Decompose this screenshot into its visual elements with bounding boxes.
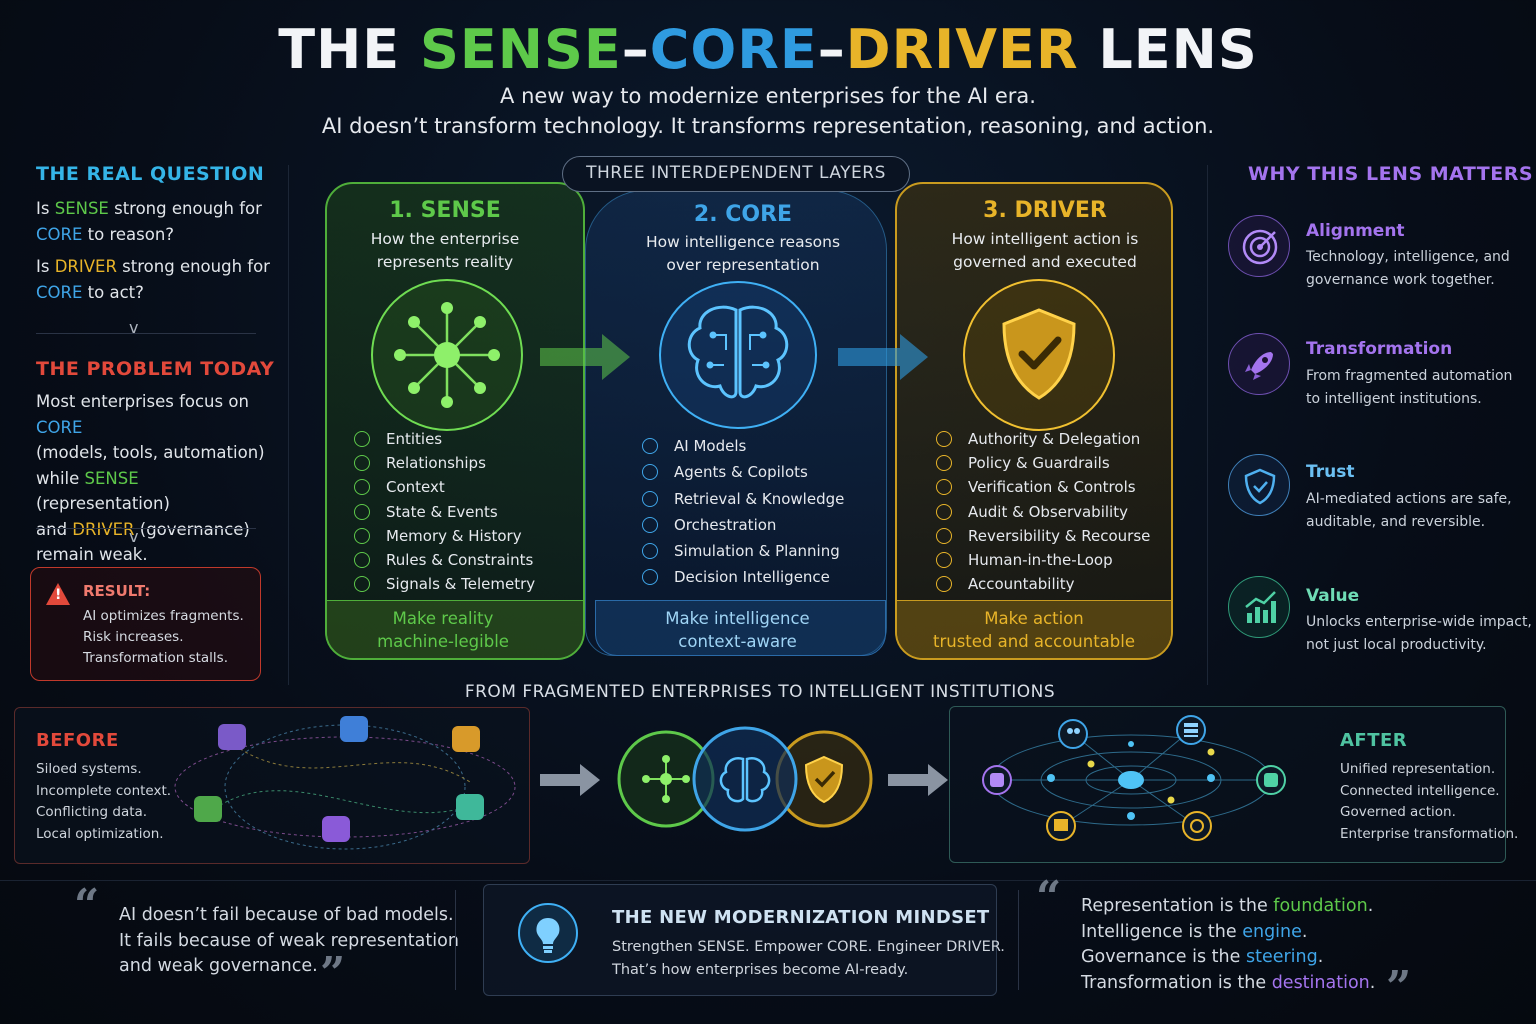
before-lines: Siloed systems.Incomplete context.Confli… xyxy=(36,761,172,842)
down-arrow-icon: v xyxy=(129,318,139,337)
arrow-right-icon xyxy=(888,764,948,796)
result-lines: AI optimizes fragments.Risk increases.Tr… xyxy=(83,608,244,666)
lightbulb-icon xyxy=(518,903,578,963)
integrated-layers-icon xyxy=(617,726,873,832)
core-footer xyxy=(595,600,886,656)
brain-circuit-icon xyxy=(659,281,817,429)
after-title: AFTER xyxy=(1340,730,1408,751)
subtitle-line-1: A new way to modernize enterprises for t… xyxy=(500,84,1036,108)
column-divider xyxy=(455,890,456,990)
divider xyxy=(0,880,1536,881)
sense-items: Entities Relationships Context State & E… xyxy=(354,427,535,596)
quote-left: AI doesn’t fail because of bad models.It… xyxy=(119,905,459,976)
connected-network-illustration xyxy=(982,715,1286,841)
growth-chart-icon xyxy=(1228,576,1290,638)
warning-icon xyxy=(46,583,70,605)
page-title: THE SENSE–CORE–DRIVER LENS xyxy=(278,18,1258,81)
three-layers-pill: THREE INTERDEPENDENT LAYERS xyxy=(562,156,910,192)
open-quote-icon: “ xyxy=(1036,872,1062,923)
why-heading: WHY THIS LENS MATTERS xyxy=(1248,163,1534,185)
problem-text: Most enterprises focus on CORE (models, … xyxy=(36,392,265,564)
core-items: AI Models Agents & Copilots Retrieval & … xyxy=(642,433,844,591)
down-arrow-icon: v xyxy=(129,527,139,546)
target-icon xyxy=(1228,215,1290,277)
siloed-systems-illustration xyxy=(174,716,516,850)
mindset-title: THE NEW MODERNIZATION MINDSET xyxy=(612,907,990,928)
arrow-right-icon xyxy=(838,334,928,380)
mindset-lines: Strengthen SENSE. Empower CORE. Engineer… xyxy=(612,939,1005,978)
arrow-right-icon xyxy=(540,764,600,796)
real-question-heading: THE REAL QUESTION xyxy=(36,163,265,185)
driver-footer xyxy=(897,600,1171,658)
close-quote-icon: ” xyxy=(1386,962,1412,1013)
before-title: BEFORE xyxy=(36,730,119,751)
rocket-icon xyxy=(1228,333,1290,395)
column-divider xyxy=(288,165,289,685)
driver-layer-panel xyxy=(895,182,1173,660)
real-question-text: Is SENSE strong enough for CORE to reaso… xyxy=(36,199,270,302)
shield-check-icon xyxy=(963,279,1115,431)
mindset-panel xyxy=(483,884,997,996)
open-quote-icon: “ xyxy=(74,880,100,931)
divider xyxy=(36,333,256,334)
arrow-right-icon xyxy=(540,334,630,380)
after-lines: Unified representation.Connected intelli… xyxy=(1340,761,1519,842)
before-panel xyxy=(14,707,530,864)
shield-check-icon xyxy=(1228,454,1290,516)
divider xyxy=(36,528,256,529)
network-node-icon xyxy=(371,279,523,431)
close-quote-icon: ” xyxy=(320,948,346,999)
driver-title: 3. DRIVER xyxy=(983,198,1107,223)
transform-heading: FROM FRAGMENTED ENTERPRISES TO INTELLIGE… xyxy=(464,682,1056,702)
column-divider xyxy=(1207,165,1208,685)
warning-glyph: ! xyxy=(55,587,62,603)
result-box: ! RESULT: AI optimizes fragments.Risk in… xyxy=(30,567,261,681)
core-title: 2. CORE xyxy=(693,202,793,227)
sense-title: 1. SENSE xyxy=(389,198,501,223)
result-label: RESULT: xyxy=(83,582,151,600)
problem-heading: THE PROBLEM TODAY xyxy=(36,358,275,380)
column-divider xyxy=(1018,890,1019,990)
sense-footer xyxy=(327,600,583,658)
core-layer-panel xyxy=(585,190,887,656)
quote-right: Representation is the foundation. Intell… xyxy=(1081,896,1376,993)
subtitle-line-2: AI doesn’t transform technology. It tran… xyxy=(321,114,1215,138)
driver-items: Authority & Delegation Policy & Guardrai… xyxy=(936,427,1150,596)
